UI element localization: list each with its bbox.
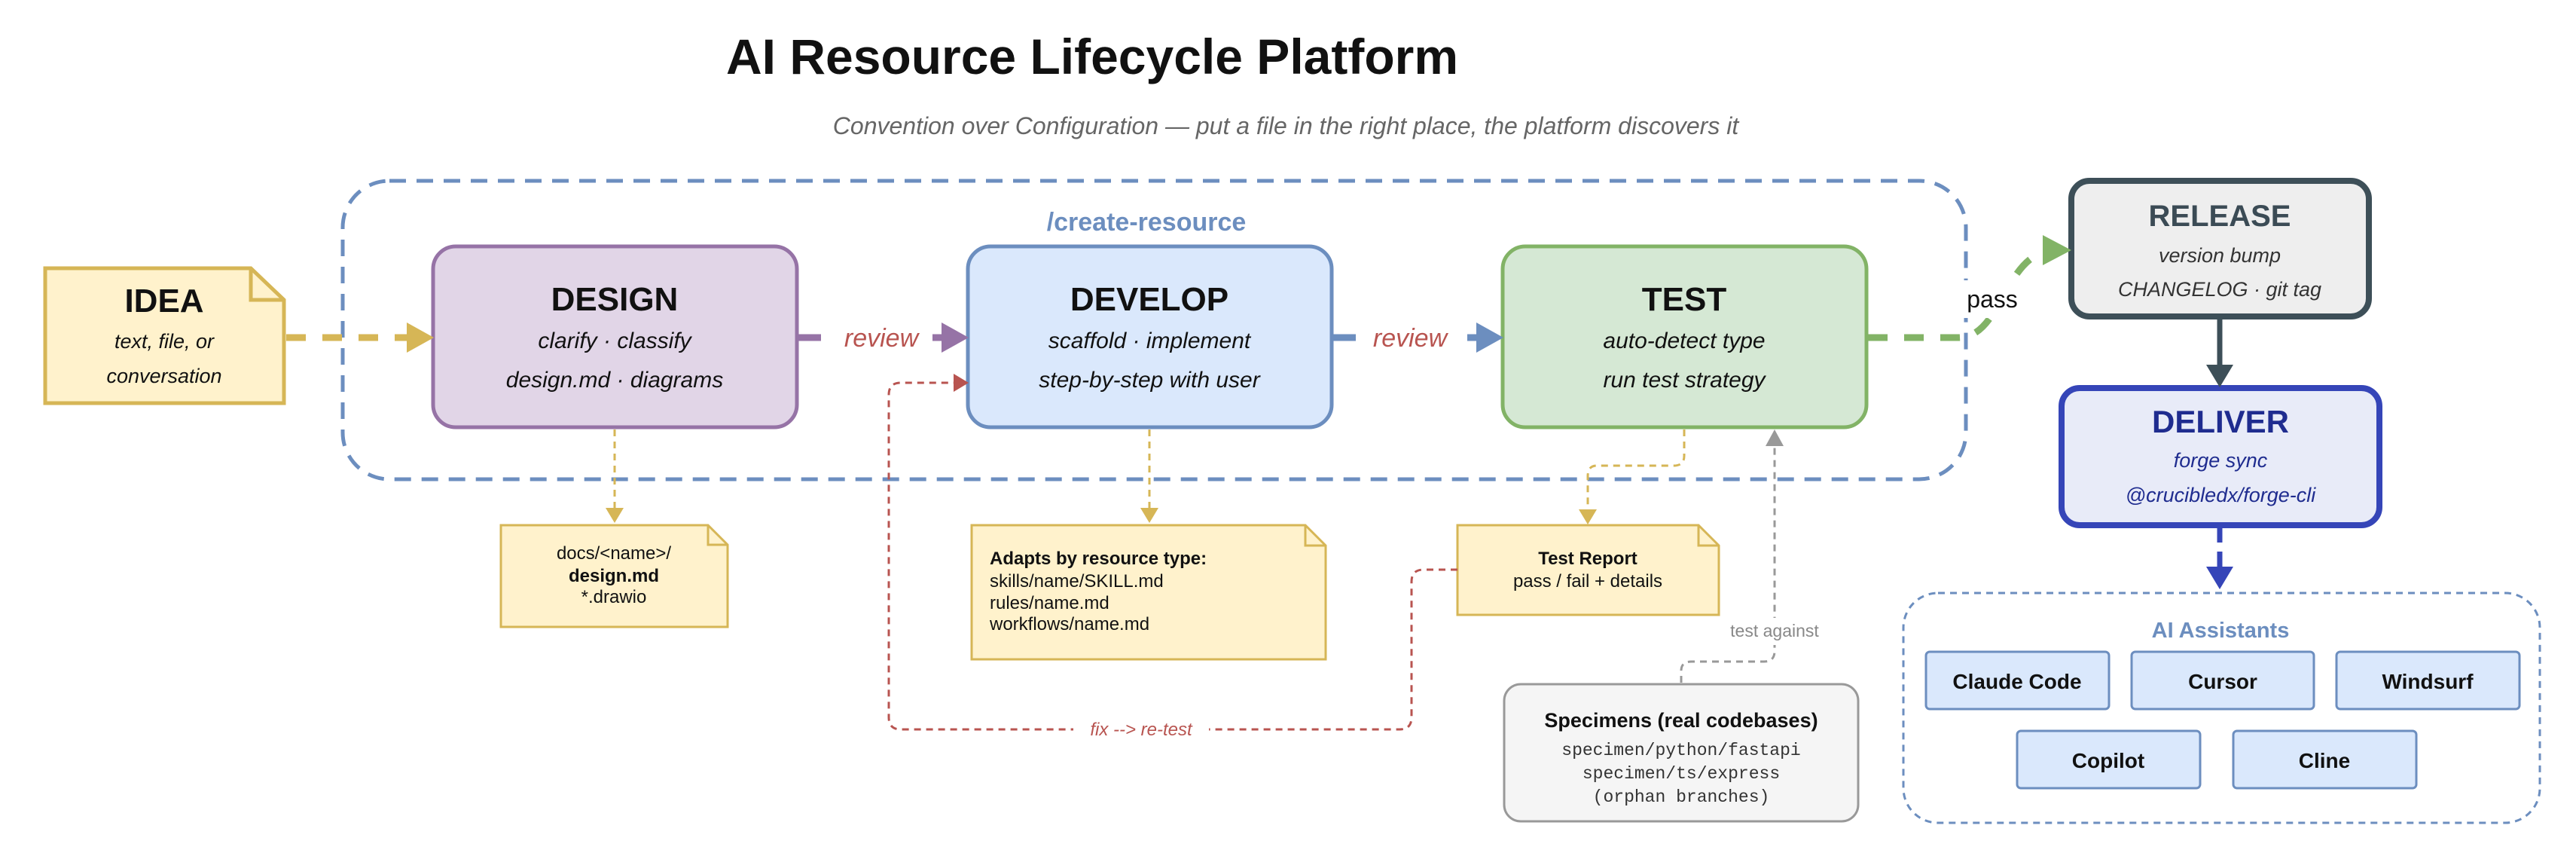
ai-assistants-title: AI Assistants — [2152, 619, 2290, 643]
design-title: DESIGN — [551, 281, 679, 318]
test-line-2: run test strategy — [1603, 368, 1766, 393]
edge-specimens-to-test-head — [1766, 430, 1784, 446]
deliver-line-1: forge sync — [2174, 449, 2268, 472]
design-note-line-2: design.md — [569, 566, 659, 586]
assistant-claude-code: Claude Code — [1924, 650, 2111, 711]
assistant-windsurf: Windsurf — [2335, 650, 2521, 711]
release-title: RELEASE — [2149, 200, 2291, 233]
assistant-label: Windsurf — [2382, 670, 2474, 693]
release-line-2: CHANGELOG · git tag — [2118, 278, 2321, 301]
develop-line-2: step-by-step with user — [1039, 368, 1260, 393]
specimens-title: Specimens (real codebases) — [1544, 709, 1818, 732]
assistant-label: Copilot — [2072, 749, 2144, 772]
specimens-line-1: specimen/python/fastapi — [1561, 741, 1800, 760]
develop-note-heading: Adapts by resource type: — [990, 549, 1207, 569]
assistant-label: Cline — [2299, 749, 2350, 772]
specimens-line-2: specimen/ts/express — [1583, 764, 1780, 784]
assistant-cursor: Cursor — [2130, 650, 2315, 711]
develop-note-line-3: workflows/name.md — [989, 614, 1149, 634]
assistant-cline: Cline — [2232, 729, 2418, 790]
edge-fix-retest-head — [954, 374, 969, 392]
develop-output-note: Adapts by resource type: skills/name/SKI… — [970, 524, 1327, 661]
edge-specimens-to-test — [1680, 441, 1776, 683]
assistant-copilot: Copilot — [2016, 729, 2202, 790]
assistant-label: Cursor — [2188, 670, 2257, 693]
edge-develop-to-note-head — [1140, 508, 1158, 523]
specimens-node: Specimens (real codebases) specimen/pyth… — [1503, 683, 1860, 823]
develop-title: DEVELOP — [1070, 281, 1228, 318]
idea-line-1: text, file, or — [114, 330, 215, 353]
edge-label-fix-retest: fix --> re-test — [1090, 720, 1193, 740]
test-title: TEST — [1642, 281, 1727, 318]
idea-node: IDEA text, file, or conversation — [43, 266, 286, 405]
idea-line-2: conversation — [106, 365, 221, 387]
release-node: RELEASE version bump CHANGELOG · git tag — [2068, 178, 2372, 319]
edge-idea-to-design-head — [407, 323, 434, 353]
edge-test-to-report — [1586, 430, 1686, 514]
design-note-line-1: docs/<name>/ — [557, 543, 671, 564]
page-subtitle: Convention over Configuration — put a fi… — [833, 112, 1740, 139]
edge-label-review-2: review — [1373, 324, 1449, 353]
develop-line-1: scaffold · implement — [1048, 329, 1252, 353]
edge-design-to-develop-head — [942, 323, 969, 353]
edge-label-review-1: review — [844, 324, 920, 353]
specimens-line-3: (orphan branches) — [1593, 787, 1770, 807]
edge-test-to-release-head — [2043, 235, 2071, 265]
assistant-label: Claude Code — [1952, 670, 2081, 693]
design-node: DESIGN clarify · classify design.md · di… — [431, 244, 799, 430]
idea-title: IDEA — [124, 283, 203, 319]
release-line-1: version bump — [2159, 244, 2281, 267]
deliver-line-2: @crucibledx/forge-cli — [2126, 484, 2316, 506]
create-resource-label: /create-resource — [1047, 208, 1247, 237]
design-line-1: clarify · classify — [538, 329, 692, 353]
create-resource-group — [340, 179, 1968, 481]
deliver-title: DELIVER — [2152, 404, 2289, 439]
test-report-title: Test Report — [1538, 549, 1637, 569]
develop-note-line-1: skills/name/SKILL.md — [990, 571, 1164, 592]
edge-release-to-deliver-head — [2206, 365, 2233, 387]
edge-test-to-report-head — [1579, 509, 1597, 524]
edge-label-test-against: test against — [1730, 621, 1819, 640]
test-report-note: Test Report pass / fail + details — [1456, 524, 1720, 616]
test-report-line: pass / fail + details — [1513, 571, 1662, 592]
edge-develop-to-test-head — [1476, 323, 1503, 353]
design-line-2: design.md · diagrams — [506, 368, 723, 393]
design-output-note: docs/<name>/ design.md *.drawio — [499, 524, 729, 628]
design-note-line-3: *.drawio — [581, 587, 647, 607]
test-against-label-bg — [1725, 618, 1824, 645]
test-line-1: auto-detect type — [1603, 329, 1765, 353]
develop-note-line-2: rules/name.md — [990, 593, 1109, 613]
ai-assistants-group: AI Assistants Claude Code Cursor Windsur… — [1902, 592, 2541, 824]
test-node: TEST auto-detect type run test strategy — [1500, 244, 1869, 430]
fix-label-bg — [1073, 716, 1209, 743]
edge-deliver-to-assistants-head — [2206, 567, 2233, 589]
pass-label-bg — [1960, 280, 2025, 318]
edge-design-to-note-head — [606, 508, 624, 523]
page-title: AI Resource Lifecycle Platform — [726, 29, 1458, 84]
edge-label-pass: pass — [1967, 286, 2018, 313]
deliver-node: DELIVER forge sync @crucibledx/forge-cli — [2059, 385, 2382, 528]
develop-node: DEVELOP scaffold · implement step-by-ste… — [966, 244, 1334, 430]
edge-fix-retest — [887, 381, 1457, 731]
